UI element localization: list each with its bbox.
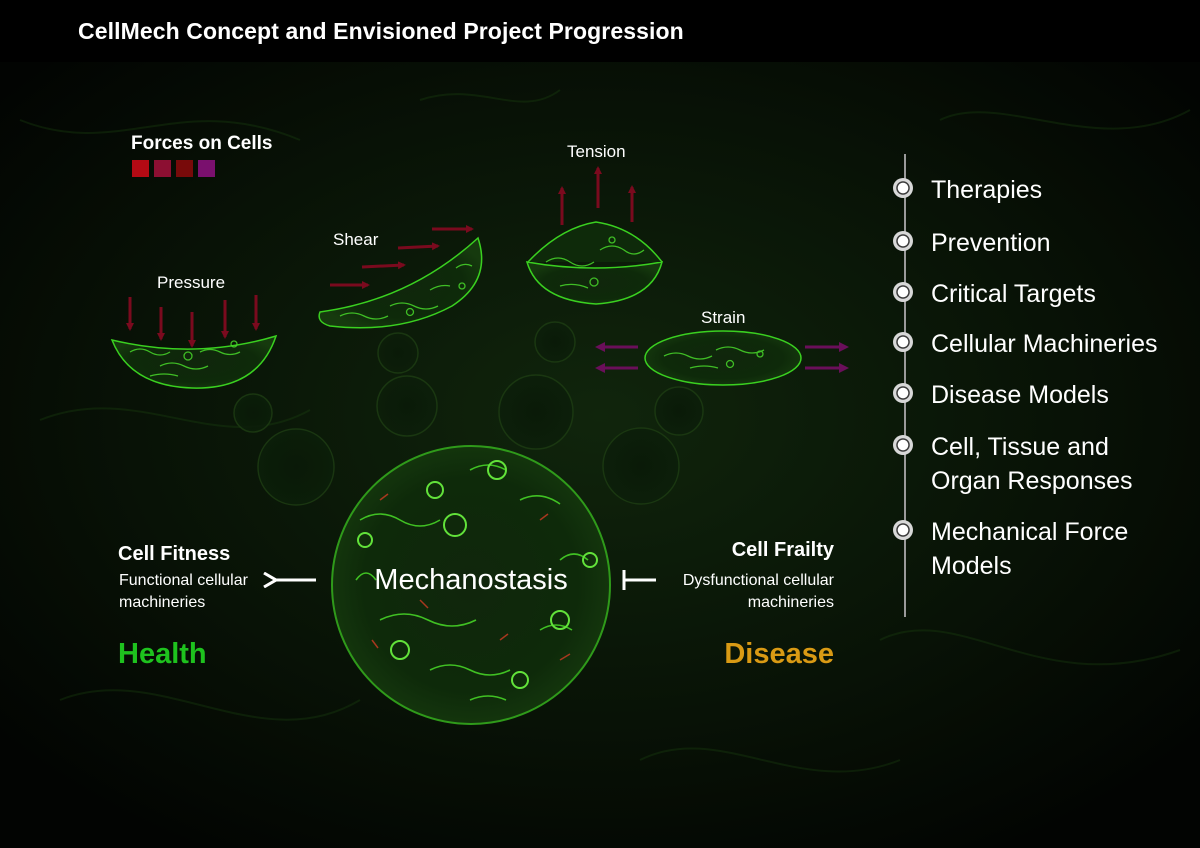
progression-label: Therapies (931, 176, 1043, 204)
progression-label: Mechanical Force Models (931, 518, 1129, 580)
mechanostasis-label: Mechanostasis (374, 564, 568, 596)
progression-item: Cell, Tissue and Organ Responses (893, 430, 1133, 498)
progression-label: Cell, Tissue and Organ Responses (931, 433, 1133, 495)
progression-bullet-icon (893, 383, 913, 403)
progression-label: Critical Targets (931, 280, 1096, 308)
force-swatch (198, 160, 215, 177)
progression-bullet-icon (893, 435, 913, 455)
shear-arrows (330, 225, 474, 289)
forces-swatches (132, 160, 215, 177)
strain-cell-disc (644, 330, 802, 386)
pressure-label: Pressure (157, 273, 226, 292)
progression-label: Cellular Machineries (931, 330, 1158, 358)
progression-bullet-icon (893, 282, 913, 302)
tension-arrows (558, 166, 636, 225)
progression-bullet-icon (893, 520, 913, 540)
health-label: Health (118, 638, 207, 670)
force-swatch (132, 160, 149, 177)
progression-label: Prevention (931, 229, 1051, 257)
page-title: CellMech Concept and Envisioned Project … (78, 18, 684, 44)
progression-item: Critical Targets (893, 277, 1096, 311)
disease-label: Disease (724, 638, 834, 670)
progression-label: Disease Models (931, 381, 1109, 409)
strain-label: Strain (701, 308, 746, 327)
cell-frailty-title: Cell Frailty (731, 539, 834, 561)
forces-legend-title: Forces on Cells (131, 133, 273, 154)
background-panel (0, 62, 1200, 848)
progression-bullet-icon (893, 332, 913, 352)
progression-bullet-icon (893, 178, 913, 198)
strain-arrows (595, 342, 849, 373)
mechanostasis-cell (331, 445, 611, 725)
shear-cell-disc (318, 236, 483, 329)
progression-item: Prevention (893, 226, 1051, 260)
shear-label: Shear (333, 230, 379, 249)
progression-item: Disease Models (893, 378, 1109, 412)
cell-fitness-subtitle: Functional cellular machineries (119, 572, 248, 611)
progression-item: Mechanical Force Models (893, 515, 1128, 583)
force-swatch (154, 160, 171, 177)
background-fibers (19, 89, 1191, 773)
cell-fitness-title: Cell Fitness (118, 543, 231, 565)
progression-item: Cellular Machineries (893, 327, 1157, 361)
progression-bullet-icon (893, 231, 913, 251)
tension-cell-disc (525, 221, 664, 305)
progression-item: Therapies (893, 173, 1042, 207)
cell-frailty-subtitle: Dysfunctional cellular machineries (682, 572, 834, 611)
inhibit-bar-icon (622, 570, 656, 590)
pressure-arrows (126, 295, 260, 348)
force-swatch (176, 160, 193, 177)
tension-label: Tension (567, 142, 626, 161)
pressure-cell-disc (110, 334, 278, 389)
ghost-cells (233, 321, 704, 506)
